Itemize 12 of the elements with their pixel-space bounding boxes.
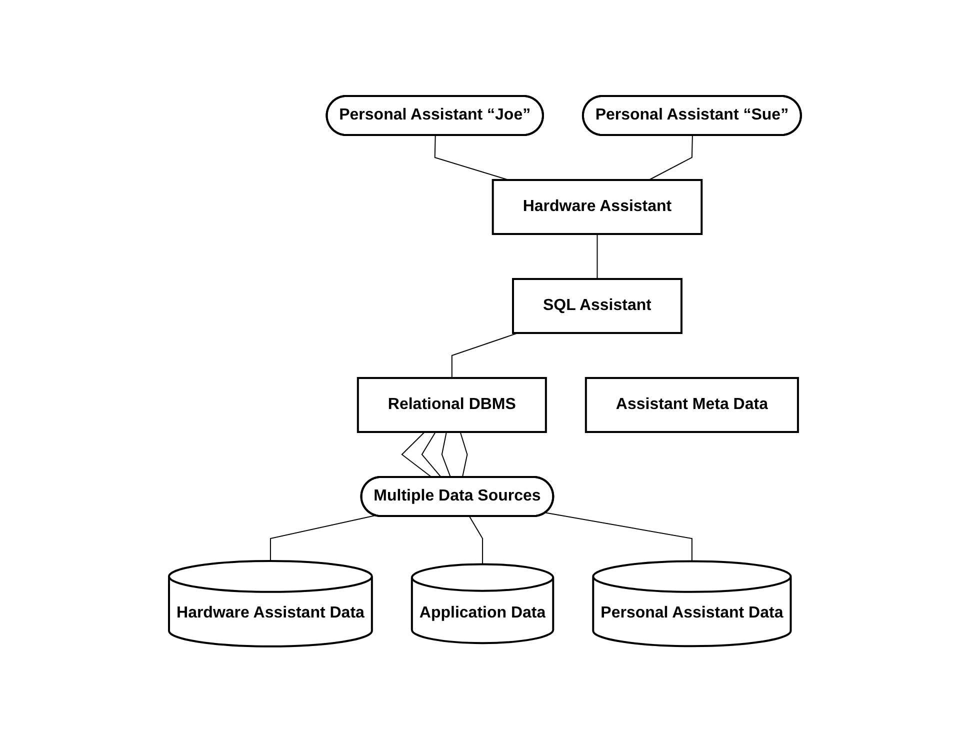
node-box: SQL Assistant — [512, 278, 682, 334]
connector — [270, 514, 376, 562]
connector — [648, 134, 692, 180]
connector — [440, 431, 451, 478]
node-box: Hardware Assistant — [491, 178, 702, 235]
connector — [450, 332, 518, 378]
connector — [459, 431, 468, 478]
node-box: Relational DBMS — [356, 376, 546, 433]
connector — [596, 233, 598, 280]
connector — [468, 516, 483, 565]
node-box: Assistant Meta Data — [584, 376, 798, 433]
connector — [544, 512, 692, 562]
